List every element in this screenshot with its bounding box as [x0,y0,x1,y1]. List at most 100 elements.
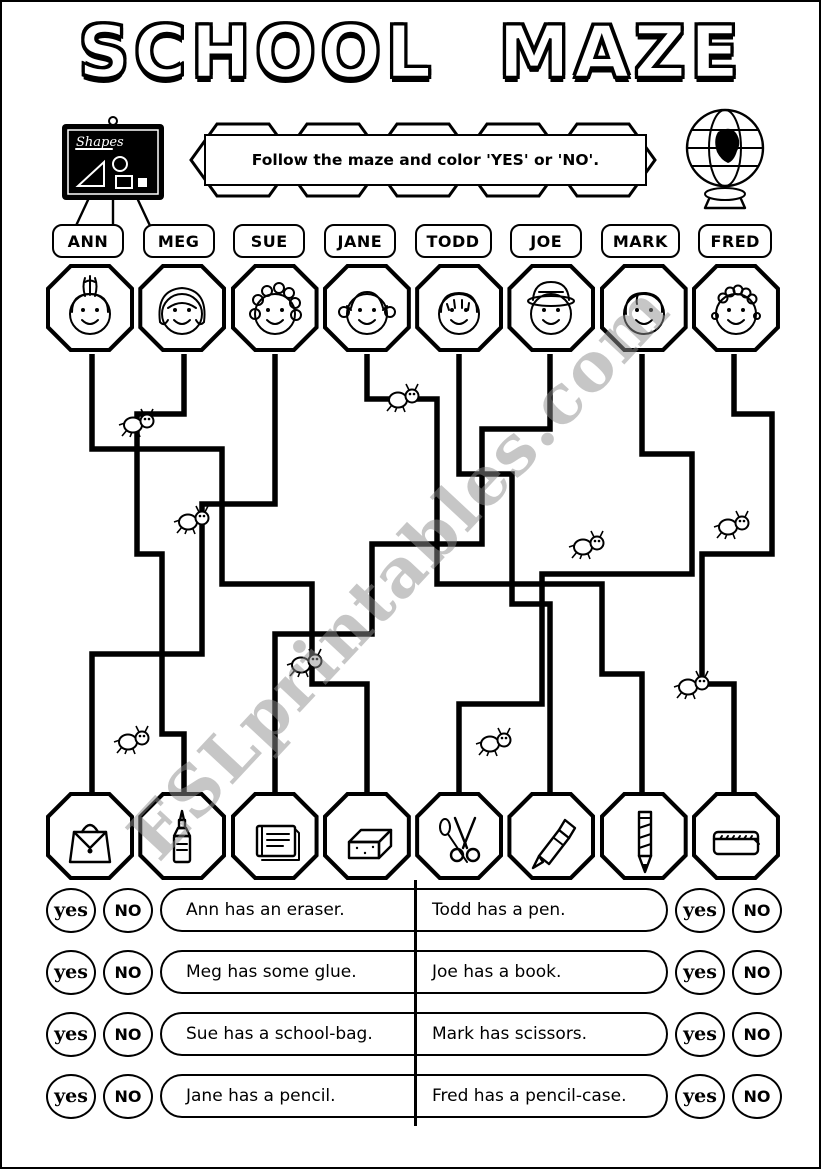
names-row: ANN MEG SUE JANE TODD JOE MARK FRED [52,224,772,258]
object-book [230,792,319,880]
maze-path [364,354,645,794]
no-circle-right-2[interactable]: NO [732,949,782,995]
name-tag-joe: JOE [510,224,583,258]
sentence-jane: Jane has a pencil. [186,1086,336,1106]
no-circle-right-1[interactable]: NO [732,887,782,933]
scissors-icon [439,816,481,863]
object-pencil [599,792,688,880]
object-scissors [415,792,504,880]
kid-ann [46,264,134,352]
name-label: JOE [530,231,563,251]
kids-row [46,264,780,352]
girl-curly-hair-face-icon [248,282,302,335]
kid-mark [599,264,688,352]
page-title: SCHOOL MAZE [77,9,744,96]
name-tag-sue: SUE [233,224,306,258]
name-tag-mark: MARK [600,224,680,258]
bug-icon [383,383,420,413]
yes-label: yes [683,961,717,983]
questions-section: yes NO Ann has an eraser. Todd has a pen… [32,880,796,1126]
name-tag-jane: JANE [323,224,396,258]
name-label: JANE [337,231,383,251]
object-pencil-case [691,792,780,880]
name-tag-meg: MEG [142,224,215,258]
no-circle-right-4[interactable]: NO [732,1073,782,1119]
maze-path [699,354,775,794]
name-tag-ann: ANN [52,224,124,258]
no-circle-left-1[interactable]: NO [103,887,153,933]
yes-label: yes [683,899,717,921]
yes-circle-right-1[interactable]: yes [675,887,725,933]
name-label: FRED [710,231,760,251]
boy-side-part-face-icon [622,291,665,335]
sentence-sue: Sue has a school-bag. [186,1024,373,1044]
yes-circle-right-4[interactable]: yes [675,1073,725,1119]
object-school-bag [46,792,134,880]
kid-sue [230,264,319,352]
yes-circle-left-1[interactable]: yes [46,887,96,933]
no-circle-left-2[interactable]: NO [103,949,153,995]
yes-circle-left-4[interactable]: yes [46,1073,96,1119]
eraser-icon [347,828,393,860]
girl-pigtails-face-icon [337,291,396,335]
kid-joe [507,264,596,352]
bug-icon [713,510,750,540]
boy-fringe-face-icon [438,292,481,335]
name-tag-fred: FRED [698,224,772,258]
sentence-ann: Ann has an eraser. [186,900,345,920]
yes-label: yes [54,1085,88,1107]
yes-circle-left-3[interactable]: yes [46,1011,96,1057]
sentence-mark: Mark has scissors. [432,1024,588,1044]
maze-path [456,354,553,794]
pencil-icon [637,810,652,874]
bug-icon [113,725,150,755]
yes-label: yes [54,899,88,921]
kid-todd [415,264,504,352]
sentence-joe: Joe has a book. [432,962,562,982]
no-circle-left-4[interactable]: NO [103,1073,153,1119]
instruction-text: Follow the maze and color 'YES' or 'NO'. [204,134,647,186]
yes-circle-right-2[interactable]: yes [675,949,725,995]
object-eraser [322,792,411,880]
maze-path [89,354,370,794]
no-label: NO [114,1086,142,1106]
yes-circle-left-2[interactable]: yes [46,949,96,995]
object-pen [507,792,596,880]
glue-icon [173,809,192,864]
sentence-todd: Todd has a pen. [432,900,566,920]
instruction-banner: Follow the maze and color 'YES' or 'NO'. [188,118,663,202]
kid-meg [138,264,227,352]
no-circle-right-3[interactable]: NO [732,1011,782,1057]
name-tag-todd: TODD [414,224,492,258]
objects-row [46,792,780,880]
no-label: NO [114,1024,142,1044]
yes-label: yes [54,961,88,983]
no-label: NO [743,962,771,982]
column-divider [414,880,417,1126]
pencil-case-icon [712,830,760,856]
maze-path [272,354,553,794]
bug-icon [568,530,605,560]
yes-circle-right-3[interactable]: yes [675,1011,725,1057]
boy-curly-face-icon [710,284,761,335]
kid-jane [322,264,411,352]
no-label: NO [743,1024,771,1044]
object-glue [138,792,227,880]
blackboard-label: Shapes [76,135,124,150]
pen-icon [532,818,577,870]
sentence-meg: Meg has some glue. [186,962,357,982]
maze-path [456,354,695,794]
sentence-fred: Fred has a pencil-case. [432,1086,627,1106]
maze-path [134,354,187,794]
kid-fred [691,264,780,352]
yes-label: yes [54,1023,88,1045]
sentence-capsule-1: Ann has an eraser. Todd has a pen. [160,888,668,932]
name-label: TODD [426,231,480,251]
no-circle-left-3[interactable]: NO [103,1011,153,1057]
name-label: MARK [612,231,668,251]
yes-label: yes [683,1023,717,1045]
no-label: NO [114,900,142,920]
maze [89,354,775,794]
boy-hat-face-icon [527,281,576,335]
